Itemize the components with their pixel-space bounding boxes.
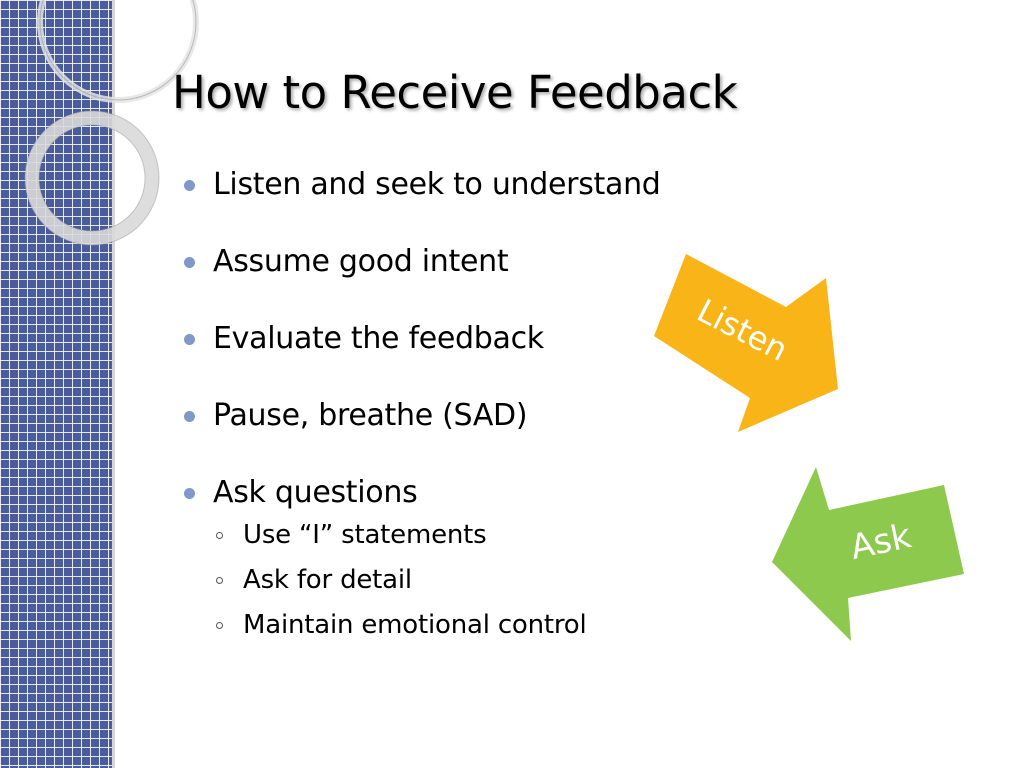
listen-arrow: Listen bbox=[654, 254, 838, 432]
bullet-dot-icon bbox=[184, 257, 195, 268]
bullet-item: Ask questions Use “I” statements Ask for… bbox=[184, 468, 661, 648]
sub-bullet-circle-icon bbox=[216, 622, 223, 629]
decorative-rings bbox=[24, 0, 199, 246]
bullet-dot-icon bbox=[184, 411, 195, 422]
bullet-list: Listen and seek to understand Assume goo… bbox=[184, 160, 661, 648]
band-edge-divider bbox=[112, 0, 115, 768]
bullet-item: Listen and seek to understand bbox=[184, 160, 661, 210]
sub-bullet-circle-icon bbox=[216, 577, 223, 584]
ask-arrow-shape bbox=[772, 467, 964, 641]
bullet-item: Assume good intent bbox=[184, 237, 661, 287]
listen-arrow-shape bbox=[654, 254, 838, 432]
bullet-text: Evaluate the feedback bbox=[213, 321, 544, 356]
slide-title: How to Receive Feedback bbox=[172, 66, 738, 119]
bullet-dot-icon bbox=[184, 180, 195, 191]
sub-bullet-text: Maintain emotional control bbox=[243, 610, 587, 640]
sub-bullet-list: Use “I” statements Ask for detail Mainta… bbox=[213, 513, 661, 648]
sub-bullet-text: Ask for detail bbox=[243, 565, 412, 595]
bullet-text: Pause, breathe (SAD) bbox=[213, 398, 528, 433]
sub-bullet-item: Maintain emotional control bbox=[213, 603, 661, 648]
bullet-text: Assume good intent bbox=[213, 244, 509, 279]
ask-arrow: Ask bbox=[772, 467, 964, 641]
bullet-dot-icon bbox=[184, 488, 195, 499]
bullet-text: Listen and seek to understand bbox=[213, 167, 661, 202]
sub-bullet-item: Ask for detail bbox=[213, 558, 661, 603]
bullet-item: Evaluate the feedback bbox=[184, 314, 661, 364]
bullet-dot-icon bbox=[184, 334, 195, 345]
sub-bullet-text: Use “I” statements bbox=[243, 520, 487, 550]
sub-bullet-item: Use “I” statements bbox=[213, 513, 661, 558]
bullet-item: Pause, breathe (SAD) bbox=[184, 391, 661, 441]
sub-bullet-circle-icon bbox=[216, 532, 223, 539]
bullet-text: Ask questions bbox=[213, 475, 418, 510]
